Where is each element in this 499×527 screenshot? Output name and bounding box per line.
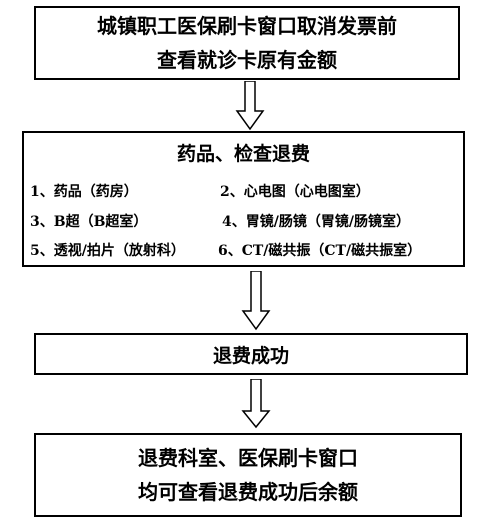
down-arrow-icon (235, 81, 265, 131)
step-1-line-1: 城镇职工医保刷卡窗口取消发票前 (97, 14, 397, 38)
step-4-box: 退费科室、医保刷卡窗口 均可查看退费成功后余额 (34, 433, 462, 517)
step-1-box: 城镇职工医保刷卡窗口取消发票前 查看就诊卡原有金额 (34, 6, 460, 80)
step-4-line-2: 均可查看退费成功后余额 (138, 480, 358, 504)
step-2-item-2: 2、心电图（心电图室） (220, 184, 370, 200)
step-1-line-2: 查看就诊卡原有金额 (157, 48, 337, 72)
step-2-item-1: 1、药品（药房） (30, 184, 138, 200)
step-4-line-1: 退费科室、医保刷卡窗口 (138, 446, 358, 470)
step-3-box: 退费成功 (34, 333, 468, 375)
down-arrow-icon (241, 271, 271, 331)
step-2-title: 药品、检查退费 (176, 143, 310, 165)
step-2-item-6: 6、CT/磁共振（CT/磁共振室） (218, 243, 422, 259)
down-arrow-icon (241, 379, 271, 429)
step-2-item-3: 3、B超（B超室） (30, 214, 148, 230)
step-2-box: 药品、检查退费 1、药品（药房） 2、心电图（心电图室） 3、B超（B超室） 4… (22, 131, 465, 267)
step-2-item-4: 4、胃镜/肠镜（胃镜/肠镜室） (222, 214, 410, 230)
step-3-label: 退费成功 (212, 344, 289, 367)
step-2-item-5: 5、透视/拍片（放射科） (30, 243, 185, 259)
